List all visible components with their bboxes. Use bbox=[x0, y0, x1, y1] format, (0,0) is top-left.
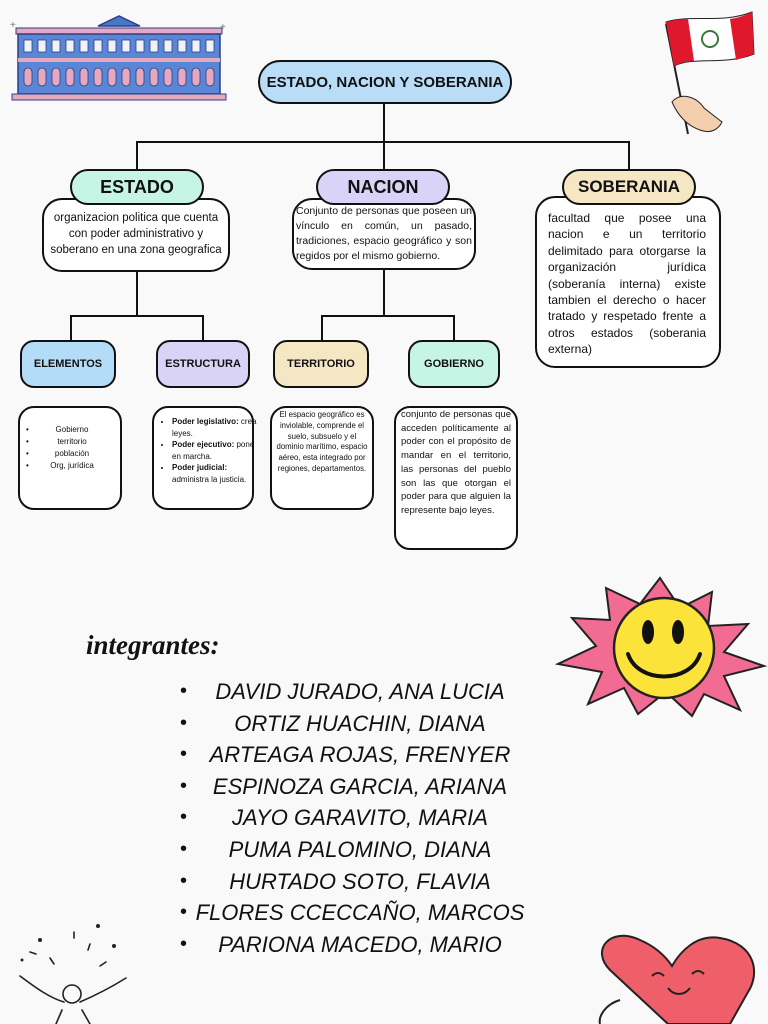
celebrating-person-icon bbox=[19, 924, 127, 1024]
list-item: JAYO GARAVITO, MARIA bbox=[180, 802, 540, 834]
territorio-node: TERRITORIO bbox=[273, 340, 369, 388]
list-item: •territorio bbox=[26, 437, 87, 446]
soberania-description: facultad que posee una nacion e un terri… bbox=[548, 211, 706, 357]
svg-text:+: + bbox=[220, 22, 226, 33]
nacion-description: Conjunto de personas que poseen un víncu… bbox=[296, 205, 472, 262]
elementos-list: •Gobierno •territorio •población •Org, j… bbox=[24, 424, 120, 472]
nacion-node: NACION bbox=[316, 169, 450, 205]
territorio-description: El espacio geográfico es inviolable, com… bbox=[276, 410, 368, 473]
territorio-label: TERRITORIO bbox=[287, 358, 355, 370]
estructura-label: ESTRUCTURA bbox=[165, 358, 241, 370]
members-list: DAVID JURADO, ANA LUCIA ORTIZ HUACHIN, D… bbox=[180, 676, 540, 960]
list-item: ESPINOZA GARCIA, ARIANA bbox=[180, 771, 540, 803]
estado-description: organizacion politica que cuenta con pod… bbox=[50, 212, 222, 256]
estructura-list: Poder legislativo: crea leyes. Poder eje… bbox=[158, 416, 260, 485]
government-building-icon: + + bbox=[10, 15, 227, 101]
integrantes-heading: integrantes: bbox=[86, 630, 220, 660]
elementos-label: ELEMENTOS bbox=[33, 358, 103, 370]
list-item: Poder legislativo: crea leyes. bbox=[172, 416, 260, 439]
list-item: ARTEAGA ROJAS, FRENYER bbox=[180, 739, 540, 771]
heart-character-icon bbox=[598, 934, 756, 1024]
gobierno-detail-box bbox=[394, 406, 518, 550]
peru-flag-icon bbox=[665, 11, 755, 135]
svg-text:+: + bbox=[10, 20, 16, 31]
list-item: ORTIZ HUACHIN, DIANA bbox=[180, 708, 540, 740]
gobierno-node: GOBIERNO bbox=[408, 340, 500, 388]
territorio-detail-box bbox=[270, 406, 374, 510]
estado-label: ESTADO bbox=[100, 176, 174, 197]
soberania-label: SOBERANIA bbox=[577, 177, 680, 196]
smiley-sun-icon bbox=[554, 576, 768, 718]
list-item: FLORES CCECCAÑO, MARCOS bbox=[180, 897, 540, 929]
page-title-text: ESTADO, NACION Y SOBERANIA bbox=[266, 73, 504, 91]
estructura-node: ESTRUCTURA bbox=[156, 340, 250, 388]
nacion-label: NACION bbox=[347, 176, 419, 197]
list-item: Poder judicial: administra la justicia. bbox=[172, 462, 260, 485]
list-item: Poder ejecutivo: pone en marcha. bbox=[172, 439, 260, 462]
list-item: •Org, jurídica bbox=[26, 461, 94, 470]
estructura-detail-box bbox=[152, 406, 254, 510]
soberania-description-box bbox=[535, 196, 721, 368]
list-item: •población bbox=[26, 449, 90, 458]
gobierno-label: GOBIERNO bbox=[424, 358, 484, 370]
list-item: DAVID JURADO, ANA LUCIA bbox=[180, 676, 540, 708]
list-item: •Gobierno bbox=[26, 425, 89, 434]
list-item: HURTADO SOTO, FLAVIA bbox=[180, 866, 540, 898]
page-title: ESTADO, NACION Y SOBERANIA bbox=[258, 60, 512, 104]
list-item: PARIONA MACEDO, MARIO bbox=[180, 929, 540, 961]
soberania-node: SOBERANIA bbox=[562, 169, 696, 205]
list-item: PUMA PALOMINO, DIANA bbox=[180, 834, 540, 866]
gobierno-description: conjunto de personas que acceden polític… bbox=[401, 409, 511, 516]
estado-node: ESTADO bbox=[70, 169, 204, 205]
elementos-node: ELEMENTOS bbox=[20, 340, 116, 388]
elementos-detail-box bbox=[18, 406, 122, 510]
